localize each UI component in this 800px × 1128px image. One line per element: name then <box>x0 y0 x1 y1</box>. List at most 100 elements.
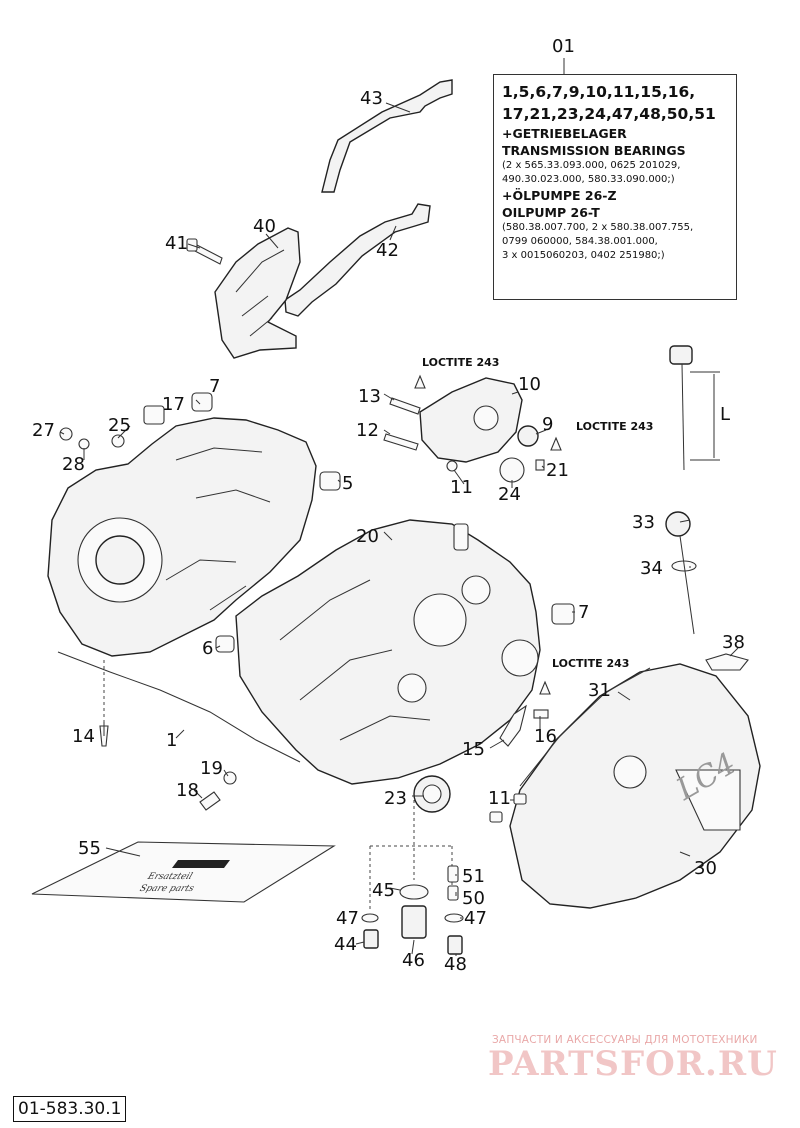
callout-01: 01 <box>552 36 575 57</box>
callout-34: 34 <box>640 558 663 579</box>
document-number: 01-583.30.1 <box>13 1096 127 1122</box>
dipstick-rod <box>681 363 685 471</box>
callout-6: 6 <box>202 638 213 659</box>
bushing-17 <box>143 405 165 425</box>
kit-bearings-numbers-2: 490.30.023.000, 580.33.090.000;) <box>502 174 675 185</box>
dowel-11-b <box>489 811 503 823</box>
right-crankcase-ribs <box>279 579 431 741</box>
bearing-9 <box>517 425 539 447</box>
seal-24 <box>499 457 525 483</box>
callout-19: 19 <box>200 758 223 779</box>
bracket-38 <box>705 653 749 671</box>
sleeve-5 <box>319 471 341 491</box>
callout-7-top: 7 <box>209 376 220 397</box>
callout-40: 40 <box>253 216 276 237</box>
callout-41: 41 <box>165 233 188 254</box>
drain-plug-44 <box>363 929 379 949</box>
callout-17: 17 <box>162 394 185 415</box>
washer-19 <box>223 771 237 785</box>
right-crankcase-bore-3 <box>501 639 539 677</box>
kit-pump-numbers-2: 0799 060000, 584.38.001.000, <box>502 236 658 247</box>
callout-45: 45 <box>372 880 395 901</box>
washer-25 <box>111 434 125 448</box>
callout-11-top: 11 <box>450 477 473 498</box>
callout-46: 46 <box>402 950 425 971</box>
seal-47-left <box>361 913 379 923</box>
drain-plug-48 <box>447 935 463 955</box>
kit-pump-de: +ÖLPUMPE 26-Z <box>502 188 617 203</box>
left-crankcase-bearing-inner <box>95 535 145 585</box>
bracket-42 <box>284 203 431 317</box>
callout-12: 12 <box>356 420 379 441</box>
dowel-11-a <box>513 793 527 805</box>
owners-manual-55 <box>31 841 336 903</box>
manual-text-line-1: Ersatzteil <box>146 872 194 882</box>
callout-15: 15 <box>462 739 485 760</box>
callout-43: 43 <box>360 88 383 109</box>
dimension-L-label: L <box>720 404 730 425</box>
right-crankcase-bore-4 <box>397 673 427 703</box>
kit-contents-box: 1,5,6,7,9,10,11,15,16, 17,21,23,24,47,48… <box>493 74 737 300</box>
kit-bearings-de: +GETRIEBELAGER <box>502 126 627 141</box>
kit-pump-numbers-1: (580.38.007.700, 2 x 580.38.007.755, <box>502 222 694 233</box>
callout-27: 27 <box>32 420 55 441</box>
callout-28: 28 <box>62 454 85 475</box>
callout-21: 21 <box>546 460 569 481</box>
callout-42: 42 <box>376 240 399 261</box>
manual-text-line-2: Spare parts <box>138 884 196 894</box>
clutch-cover-boss <box>613 755 647 789</box>
sleeve-6 <box>215 635 235 653</box>
callout-25: 25 <box>108 415 131 436</box>
seal-47-right <box>444 913 464 923</box>
right-crankcase-bore-2 <box>461 575 491 605</box>
callout-44: 44 <box>334 934 357 955</box>
dipstick-33-rod <box>679 535 695 635</box>
callout-23: 23 <box>384 788 407 809</box>
callout-47-right: 47 <box>464 908 487 929</box>
loctite-label-b: LOCTITE 243 <box>576 420 653 433</box>
kit-bearings-en: TRANSMISSION BEARINGS <box>502 143 686 158</box>
gasket-1-outline <box>57 651 301 763</box>
dipstick-cap <box>669 345 693 365</box>
loctite-drop-16 <box>539 680 551 695</box>
callout-20: 20 <box>356 526 379 547</box>
callout-24: 24 <box>498 484 521 505</box>
callout-50: 50 <box>462 888 485 909</box>
right-crankcase-bore-1 <box>413 593 467 647</box>
loctite-drop-21 <box>550 436 562 451</box>
bolt-12 <box>383 433 419 451</box>
callout-31: 31 <box>588 680 611 701</box>
callout-11-bottom: 11 <box>488 788 511 809</box>
callout-33: 33 <box>632 512 655 533</box>
clutch-cover-plate <box>675 769 741 831</box>
o-ring-45 <box>399 884 429 900</box>
drain-leadlines <box>369 800 453 910</box>
piston-50 <box>447 885 459 901</box>
loctite-label-a: LOCTITE 243 <box>422 356 499 369</box>
callout-47-left: 47 <box>336 908 359 929</box>
callout-51: 51 <box>462 866 485 887</box>
kit-parts-line-1: 1,5,6,7,9,10,11,15,16, <box>502 83 696 101</box>
right-crankcase-breather <box>453 523 469 551</box>
oil-filler-plug-33 <box>665 511 691 537</box>
callout-1: 1 <box>166 730 177 751</box>
seal-28 <box>78 438 90 450</box>
callout-13: 13 <box>358 386 381 407</box>
oil-pump-housing-10 <box>419 377 523 463</box>
kit-parts-line-2: 17,21,23,24,47,48,50,51 <box>502 105 716 123</box>
bracket-43 <box>321 79 453 193</box>
oil-pump-bore <box>473 405 499 431</box>
bolt-13 <box>389 397 421 415</box>
callout-14: 14 <box>72 726 95 747</box>
loctite-label-c: LOCTITE 243 <box>552 657 629 670</box>
kit-pump-en: OILPUMP 26-T <box>502 205 600 220</box>
callout-55: 55 <box>78 838 101 859</box>
loctite-drop-13 <box>414 374 426 389</box>
sleeve-7-right <box>551 603 575 625</box>
kit-bearings-numbers-1: (2 x 565.33.093.000, 0625 201029, <box>502 160 681 171</box>
callout-7-right: 7 <box>578 602 589 623</box>
callout-5: 5 <box>342 473 353 494</box>
callout-38: 38 <box>722 632 745 653</box>
kit-pump-numbers-3: 3 x 0015060203, 0402 251980;) <box>502 250 665 261</box>
